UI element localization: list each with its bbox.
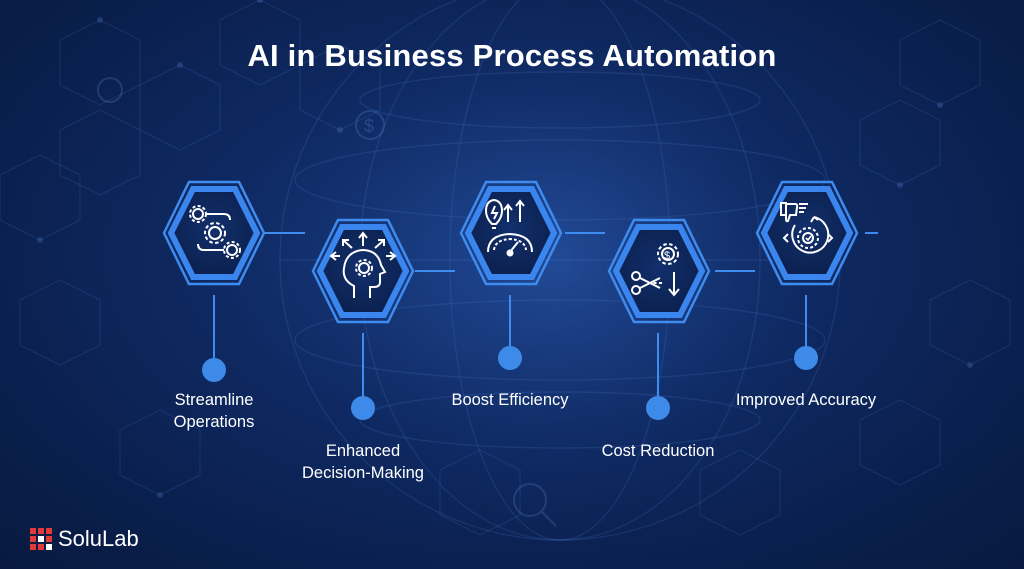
hexagon-enhanced-decision-making	[311, 218, 415, 324]
label-streamline-operations: Streamline Operations	[154, 389, 274, 433]
label-line: Streamline	[174, 391, 254, 409]
label-line: Boost Efficiency	[451, 391, 569, 409]
label-line: Enhanced	[325, 442, 401, 460]
brand-name: SoluLab	[58, 526, 139, 551]
label-line: Operations	[173, 413, 255, 431]
label-enhanced-decision-making: Enhanced Decision-Making	[278, 440, 448, 484]
brand-logo: SoluLab	[30, 524, 139, 554]
thumbs-down-refresh-icon	[780, 202, 834, 254]
stem-lines	[213, 295, 807, 396]
svg-text:$: $	[664, 250, 670, 262]
label-line: Improved Accuracy	[735, 391, 877, 409]
label-line: Decision-Making	[302, 464, 424, 482]
hexagon-streamline-operations	[162, 180, 266, 286]
svg-text:$: $	[364, 116, 374, 136]
bulb-gauge-arrows-icon	[484, 198, 533, 257]
label-boost-efficiency: Boost Efficiency	[430, 389, 590, 411]
step-dots	[202, 346, 818, 420]
head-gear-arrows-icon	[329, 231, 397, 298]
label-line: Cost Reduction	[601, 442, 715, 460]
connector-lines	[265, 232, 878, 272]
scissors-dollar-gear-icon: $	[631, 243, 680, 297]
gears-workflow-icon	[189, 205, 241, 259]
hexagon-boost-efficiency	[459, 180, 563, 286]
hexagon-cost-reduction	[607, 218, 711, 324]
label-cost-reduction: Cost Reduction	[588, 440, 728, 462]
page-title: AI in Business Process Automation	[247, 38, 777, 73]
label-improved-accuracy: Improved Accuracy	[716, 389, 896, 411]
solulab-logo-icon	[30, 528, 52, 550]
